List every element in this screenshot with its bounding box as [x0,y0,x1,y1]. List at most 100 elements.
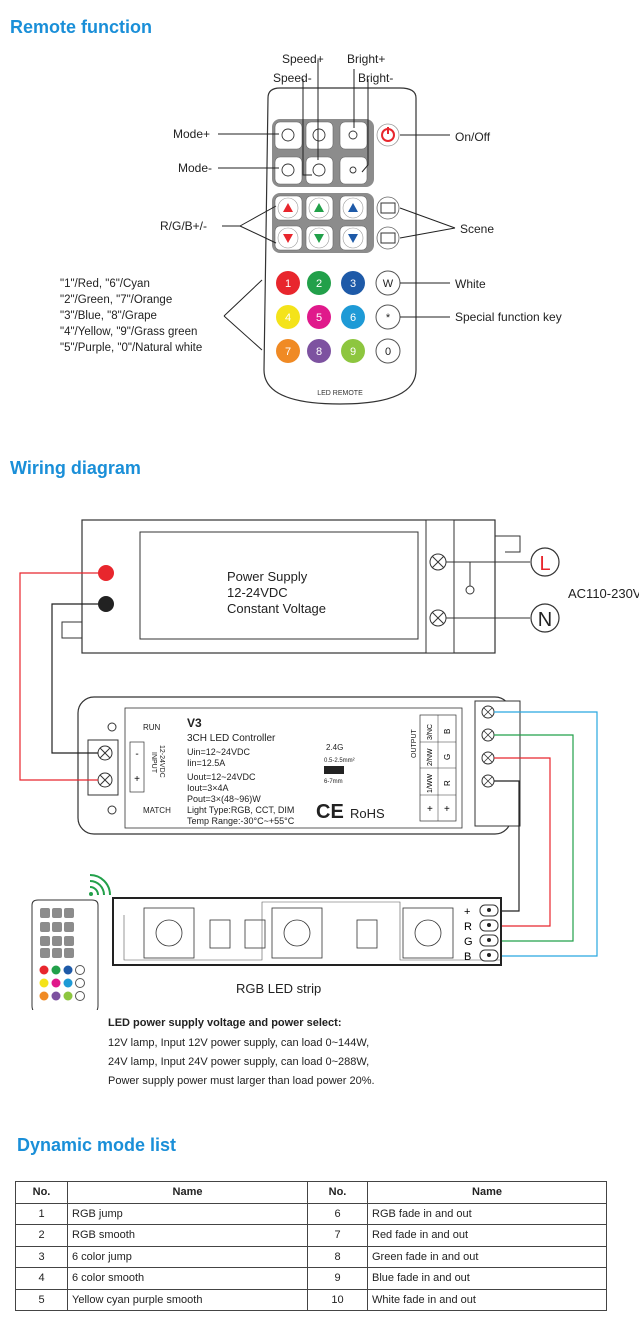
remote-key-label-6: 6 [350,312,356,324]
remote-brand: LED REMOTE [317,390,363,397]
mini-remote-grey-key-6 [40,936,50,946]
remote-key-4[interactable] [276,305,300,329]
svg-text:OUTPUT: OUTPUT [411,729,418,759]
remote-key-label-4: 4 [285,312,291,324]
label-white: White [455,277,486,291]
svg-text:+: + [444,804,450,815]
mode-name: Yellow cyan purple smooth [67,1288,308,1311]
remote-key-label-9: 8 [316,346,322,358]
svg-text:Iin=12.5A: Iin=12.5A [187,758,225,768]
mode-number: 10 [307,1288,368,1311]
psu-line-3: Constant Voltage [227,601,326,616]
mini-remote-grey-key-3 [40,922,50,932]
wire-green [494,734,574,942]
color-line-2: "2"/Green, "7"/Orange [60,294,173,306]
mini-remote-key-9 [51,991,61,1001]
mini-remote-grey-key-0 [40,908,50,918]
svg-text:MATCH: MATCH [143,806,171,815]
svg-text:RUN: RUN [143,723,161,732]
mini-remote-grey-key-8 [64,936,74,946]
remote-key-label-0: 1 [285,278,291,290]
remote-key-1[interactable] [307,271,331,295]
section-title-remote: Remote function [10,17,152,37]
svg-text:-: - [135,749,138,760]
mini-remote-grey-key-5 [64,922,74,932]
color-line-4: "4"/Yellow, "9"/Grass green [60,326,198,338]
remote-key-9[interactable] [307,339,331,363]
speed-plus-icon [312,128,326,142]
mode-name: RGB fade in and out [367,1202,607,1225]
rgb-keys [277,197,364,249]
wire-blue [494,711,598,957]
label-rgb: R/G/B+/- [160,219,208,233]
svg-text:Uin=12~24VDC: Uin=12~24VDC [187,747,251,757]
svg-text:+: + [134,774,140,785]
mode-name: Blue fade in and out [367,1267,607,1290]
header-no-1: No. [15,1181,68,1204]
wire-red-psu [19,572,98,781]
mini-remote-grey-key-9 [40,948,50,958]
svg-text:RoHS: RoHS [350,806,385,821]
note-line-1: 12V lamp, Input 12V power supply, can lo… [108,1037,370,1049]
power-button [376,123,400,147]
psu-line-2: 12-24VDC [227,585,288,600]
psu-dc-negative [98,596,114,612]
svg-text:R: R [443,780,452,786]
remote-key-label-11: 0 [385,346,391,358]
svg-text:B: B [443,729,452,734]
mini-remote-key-11 [75,991,85,1001]
label-bright-plus: Bright+ [347,52,386,66]
mode-name: White fade in and out [367,1288,607,1311]
N-symbol [530,603,560,633]
svg-text:12-24VDC: 12-24VDC [158,745,165,778]
strip-label: RGB LED strip [236,981,321,996]
svg-text:R: R [464,921,472,933]
remote-key-11[interactable] [375,338,401,364]
scene-button-2 [376,226,400,250]
mini-remote-key-5 [51,978,61,988]
mode-number: 7 [307,1224,368,1247]
remote-key-8[interactable] [276,339,300,363]
wire-black-psu [51,603,98,754]
mini-remote-grey-key-1 [52,908,62,918]
mode-name: Red fade in and out [367,1224,607,1247]
remote-key-label-8: 7 [285,346,291,358]
wire-black [494,780,520,912]
remote-key-2[interactable] [341,271,365,295]
mode-name: 6 color smooth [67,1267,308,1290]
mini-remote-grey-key-11 [64,948,74,958]
mini-remote-key-8 [39,991,49,1001]
scene-button-1 [376,196,400,220]
remote-key-0[interactable] [276,271,300,295]
mini-remote-grey-key-2 [64,908,74,918]
mode-number: 3 [15,1245,68,1268]
L-text: L [539,553,550,575]
mode-number: 1 [15,1202,68,1225]
label-bright-minus: Bright- [358,71,394,85]
mode-name: 6 color jump [67,1245,308,1268]
label-special-key: Special function key [455,310,562,324]
label-mode-plus: Mode+ [173,127,211,141]
svg-text:V3: V3 [187,716,202,730]
remote-key-label-10: 9 [350,346,356,358]
remote-key-10[interactable] [341,339,365,363]
ac-voltage: AC110-230V [568,586,639,601]
psu-dc-positive [98,565,114,581]
label-speed-plus: Speed+ [282,52,324,66]
svg-text:2.4G: 2.4G [326,743,343,752]
remote-key-6[interactable] [341,305,365,329]
header-name-1: Name [67,1181,308,1204]
header-no-2: No. [307,1181,368,1204]
svg-text:G: G [464,936,473,948]
remote-key-5[interactable] [307,305,331,329]
svg-text:0.5-2.5mm²: 0.5-2.5mm² [324,758,355,764]
mini-remote-grey-key-4 [52,922,62,932]
psu-line-1: Power Supply [227,569,308,584]
mode-name: Green fade in and out [367,1245,607,1268]
bright-minus-icon [349,166,357,174]
svg-text:Uout=12~24VDC: Uout=12~24VDC [187,772,256,782]
